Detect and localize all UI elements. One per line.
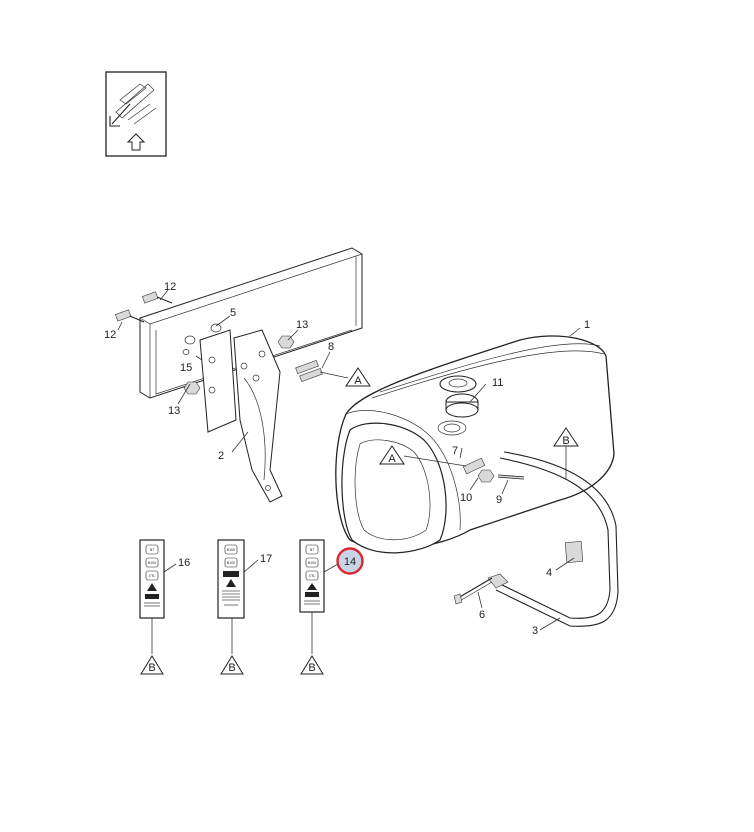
decal-14-label-1: B7 xyxy=(310,548,314,552)
decal-14-label-2: B100 xyxy=(308,561,316,565)
decal-16-label-1: B7 xyxy=(150,548,154,552)
callout-6[interactable]: 6 xyxy=(479,609,485,621)
section-marker-b-17-label: B xyxy=(228,662,235,674)
decal-17-label-2: B100 xyxy=(227,561,235,565)
decal-14-label-3: XTL xyxy=(309,574,315,578)
callout-12-left[interactable]: 12 xyxy=(104,329,116,341)
callout-3[interactable]: 3 xyxy=(532,625,538,637)
strap-clamp-7 xyxy=(462,457,486,475)
decal-16-label-2: B100 xyxy=(148,561,156,565)
callout-17[interactable]: 17 xyxy=(260,553,272,565)
callout-5[interactable]: 5 xyxy=(230,307,236,319)
bolt-6 xyxy=(453,577,493,605)
callout-11[interactable]: 11 xyxy=(492,377,503,389)
bolt-12b xyxy=(115,309,145,323)
decal-14: B7 B100 XTL xyxy=(299,539,325,613)
warning-triangle-icon xyxy=(307,583,317,590)
callout-1[interactable]: 1 xyxy=(584,319,590,331)
mounting-bracket xyxy=(199,329,283,503)
orientation-arrow-icon xyxy=(109,83,157,127)
section-marker-b-tank[interactable]: B xyxy=(553,427,579,447)
bolt-9 xyxy=(497,474,525,480)
callout-7[interactable]: 7 xyxy=(452,445,458,457)
decal-17: B100 B100 xyxy=(217,539,245,619)
nut-10 xyxy=(477,469,495,483)
callouts: 1 2 3 4 5 6 7 8 9 10 11 12 12 13 13 15 1… xyxy=(104,281,590,637)
orientation-inset xyxy=(105,71,167,157)
callout-16[interactable]: 16 xyxy=(178,557,190,569)
nut-13 xyxy=(183,335,295,395)
leader-lines xyxy=(117,289,581,654)
callout-9[interactable]: 9 xyxy=(496,494,502,506)
section-marker-a-left[interactable]: A xyxy=(345,367,371,387)
filler-neck xyxy=(439,375,477,393)
callout-13-bottom[interactable]: 13 xyxy=(168,405,180,417)
fuel-cap-11 xyxy=(437,393,479,436)
section-marker-b-14[interactable]: B xyxy=(300,655,324,675)
callout-4[interactable]: 4 xyxy=(546,567,552,579)
fuel-tank xyxy=(335,335,615,554)
pins-8 xyxy=(295,360,323,382)
decal-17-label-1: B100 xyxy=(227,548,235,552)
section-marker-b-16[interactable]: B xyxy=(140,655,164,675)
chassis-rail xyxy=(139,247,363,399)
decal-16-label-3: XTL xyxy=(149,574,155,578)
callout-13-top[interactable]: 13 xyxy=(296,319,308,331)
section-marker-a-tank[interactable]: A xyxy=(379,445,405,465)
washer-5 xyxy=(182,323,222,355)
up-arrow-icon xyxy=(126,133,146,151)
section-marker-a-tank-label: A xyxy=(388,453,396,465)
callout-12-top[interactable]: 12 xyxy=(164,281,176,293)
section-marker-b-17[interactable]: B xyxy=(220,655,244,675)
warning-triangle-icon xyxy=(226,579,236,587)
section-marker-b-tank-label: B xyxy=(562,435,569,447)
callout-10[interactable]: 10 xyxy=(460,492,472,504)
warning-triangle-icon xyxy=(147,583,157,591)
callout-14-highlight[interactable]: 14 xyxy=(336,547,364,575)
section-marker-b-14-label: B xyxy=(308,662,315,674)
callout-8[interactable]: 8 xyxy=(328,341,334,353)
strap-3 xyxy=(487,451,619,627)
section-marker-a-left-label: A xyxy=(354,375,362,387)
bolt-12a xyxy=(142,291,173,304)
callout-14: 14 xyxy=(344,556,356,568)
callout-2[interactable]: 2 xyxy=(218,450,224,462)
callout-15[interactable]: 15 xyxy=(180,362,192,374)
pad-4 xyxy=(564,541,584,563)
decal-16: B7 B100 XTL xyxy=(139,539,165,619)
section-marker-b-16-label: B xyxy=(148,662,155,674)
